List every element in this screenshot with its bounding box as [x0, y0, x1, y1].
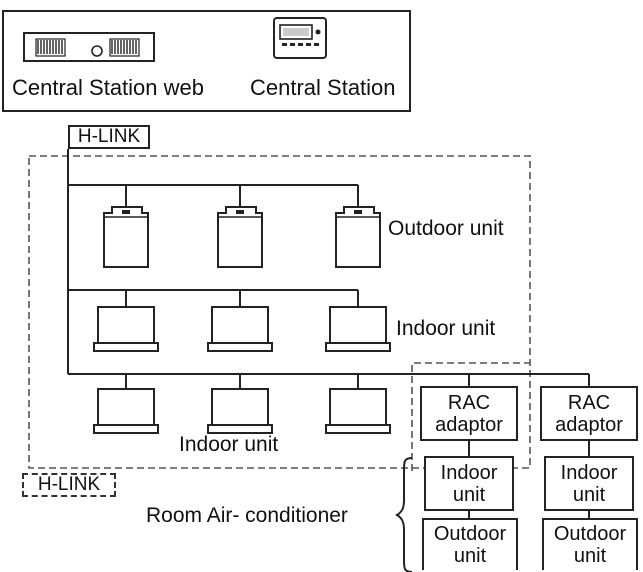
indoor-unit-icon: [93, 388, 159, 434]
rac-outdoor-line2: unit: [453, 545, 487, 567]
hlink-label-top: H-LINK: [68, 125, 150, 149]
rac-indoor-line1: Indoor: [560, 461, 618, 484]
indoor-unit-label-upper: Indoor unit: [396, 317, 496, 340]
outdoor-unit-icon: [217, 206, 263, 268]
rac-outdoor-line2: unit: [573, 545, 607, 567]
rac-indoor-line2: unit: [452, 483, 486, 506]
rac-outdoor-line1: Outdoor: [553, 523, 627, 545]
rac-indoor-line1: Indoor: [440, 461, 498, 484]
room-air-conditioner-label: Room Air- conditioner: [146, 504, 348, 527]
outdoor-unit-label: Outdoor unit: [388, 217, 504, 240]
indoor-unit-label-lower: Indoor unit: [179, 433, 279, 456]
rac-adaptor-line1: RAC: [567, 391, 611, 414]
indoor-unit-icon: [325, 388, 391, 434]
rac-outdoor-unit-box: Outdoor unit: [542, 518, 638, 570]
room-air-conditioner-brace: [395, 457, 413, 572]
rac-outdoor-unit-box: Outdoor unit: [422, 518, 518, 570]
hlink-label-bottom: H-LINK: [22, 473, 116, 497]
indoor-unit-icon: [207, 388, 273, 434]
rac-indoor-line2: unit: [572, 483, 606, 506]
rac-indoor-unit-box: Indoor unit: [424, 456, 514, 511]
central-station-label: Central Station: [250, 75, 396, 100]
rac-adaptor-box: RAC adaptor: [540, 386, 638, 441]
indoor-unit-icon: [93, 306, 159, 352]
rac-indoor-unit-box: Indoor unit: [544, 456, 634, 511]
indoor-unit-icon: [207, 306, 273, 352]
outdoor-unit-icon: [103, 206, 149, 268]
indoor-unit-icon: [325, 306, 391, 352]
central-station-web-label: Central Station web: [12, 75, 204, 100]
central-station-frame: [2, 10, 411, 112]
rac-adaptor-line2: adaptor: [435, 413, 503, 436]
rac-adaptor-line1: RAC: [447, 391, 491, 414]
hlink-wiring: [67, 149, 590, 518]
rac-adaptor-line2: adaptor: [555, 413, 623, 436]
rac-system-boundary: [411, 362, 530, 471]
outdoor-unit-icon: [335, 206, 381, 268]
hlink-system-boundary: [28, 155, 531, 469]
rac-outdoor-line1: Outdoor: [433, 523, 507, 545]
rac-adaptor-box: RAC adaptor: [420, 386, 518, 441]
central-station-device-icon: [273, 17, 327, 59]
central-station-web-device-icon: [23, 32, 155, 62]
